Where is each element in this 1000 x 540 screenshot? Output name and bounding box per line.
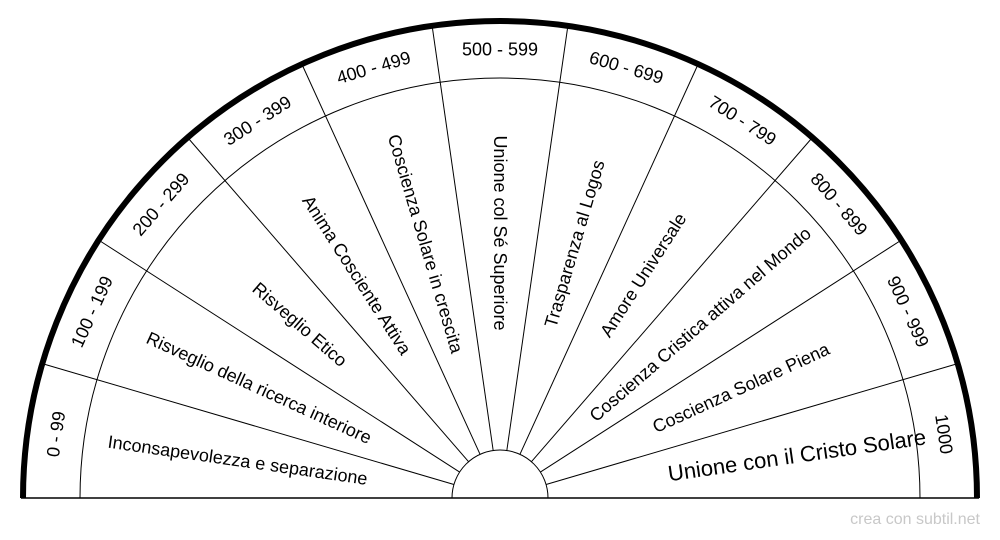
range-label: 400 - 499 bbox=[334, 47, 413, 88]
inner-ring bbox=[79, 77, 921, 499]
sector-label: Amore Universale bbox=[596, 209, 690, 340]
chart-lines bbox=[20, 18, 980, 499]
range-label: 600 - 699 bbox=[587, 47, 666, 88]
divider-line bbox=[545, 363, 958, 485]
divider-line bbox=[42, 363, 455, 485]
divider-line bbox=[187, 137, 469, 463]
outer-arc bbox=[20, 18, 980, 499]
hub-arc bbox=[451, 449, 549, 499]
divider-line bbox=[540, 239, 902, 473]
divider-line bbox=[98, 239, 460, 473]
sector-label: Unione col Sé Superiore bbox=[490, 135, 510, 330]
sector-label: Inconsapevolezza e separazione bbox=[107, 432, 369, 489]
range-label: 800 - 899 bbox=[806, 169, 871, 240]
divider-line bbox=[301, 63, 481, 455]
divider-line bbox=[519, 63, 699, 455]
credit-text: crea con subtil.net bbox=[850, 511, 980, 528]
divider-line bbox=[431, 25, 494, 451]
range-label: 500 - 599 bbox=[462, 40, 538, 60]
range-label: 1000 bbox=[931, 413, 956, 455]
sector-label: Unione con il Cristo Solare bbox=[666, 424, 927, 486]
sector-label: Trasparenza al Logos bbox=[541, 158, 609, 330]
divider-line bbox=[531, 137, 813, 463]
range-label: 0 - 99 bbox=[43, 410, 69, 458]
sector-label: Risveglio Etico bbox=[249, 278, 351, 370]
divider-line bbox=[506, 25, 569, 451]
range-label: 200 - 299 bbox=[129, 169, 194, 240]
